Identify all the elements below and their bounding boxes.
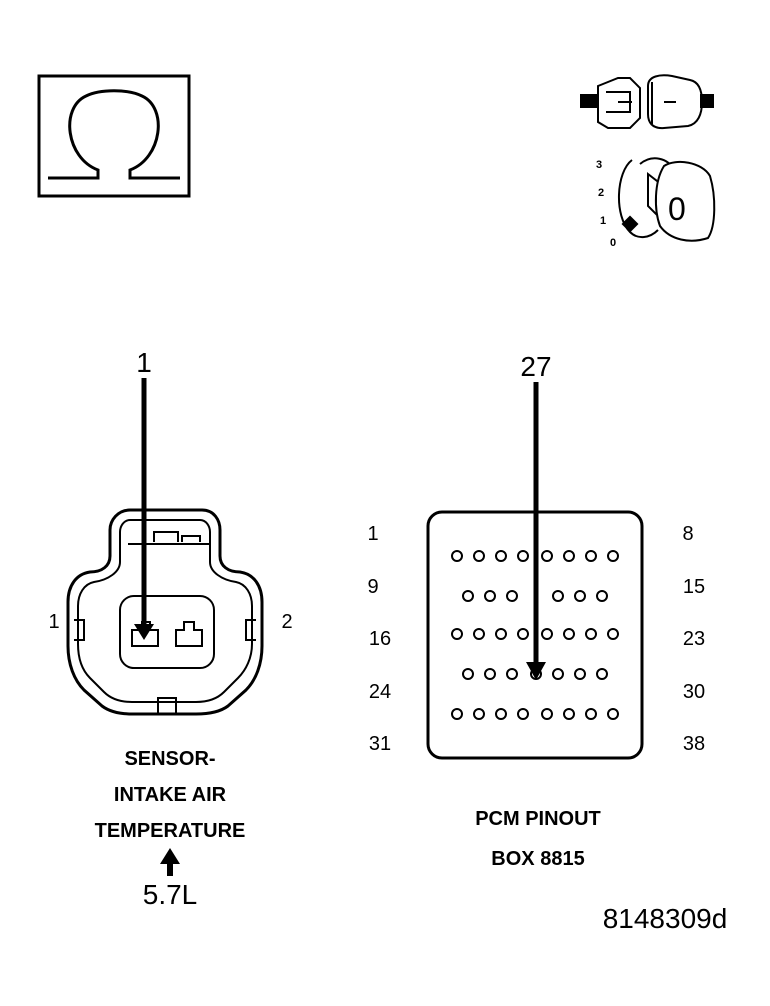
pcm-pin-hole <box>596 668 608 680</box>
pcm-pin-hole <box>495 708 507 720</box>
pcm-pin-hole <box>552 590 564 602</box>
pcm-pin-hole <box>552 668 564 680</box>
pcm-pin-hole <box>495 550 507 562</box>
pcm-pin-hole <box>607 708 619 720</box>
pcm-pin-hole <box>484 590 496 602</box>
pcm-left-pin-9: 9 <box>367 576 378 598</box>
pcm-pin-hole <box>541 708 553 720</box>
up-arrow-icon <box>160 848 180 876</box>
pcm-pin-hole <box>451 550 463 562</box>
sensor-title-line2: INTAKE AIR <box>114 784 227 806</box>
pcm-pin-hole <box>462 590 474 602</box>
disconnect-connector-icon <box>580 74 714 130</box>
sensor-pin-right: 2 <box>281 611 292 633</box>
pcm-pin-hole <box>517 708 529 720</box>
pcm-right-pin-8: 8 <box>682 523 693 545</box>
pcm-pin-hole <box>607 550 619 562</box>
pcm-right-pin-30: 30 <box>683 681 705 703</box>
figure-id: 8148309d <box>603 903 728 934</box>
pcm-pin-hole <box>585 708 597 720</box>
pcm-pin-hole <box>607 628 619 640</box>
pcm-title-line1: PCM PINOUT <box>475 808 601 830</box>
pcm-left-pin-16: 16 <box>369 628 391 650</box>
ohm-icon <box>37 74 191 198</box>
sensor-connector <box>66 508 264 716</box>
pcm-pin-hole <box>484 668 496 680</box>
sensor-engine-size: 5.7L <box>143 879 198 910</box>
pcm-pin-hole <box>574 590 586 602</box>
pcm-callout-arrowhead <box>526 662 546 680</box>
pcm-pin-hole <box>473 708 485 720</box>
key-position-2: 2 <box>598 187 604 199</box>
pcm-title-line2: BOX 8815 <box>491 848 584 870</box>
pcm-left-pin-24: 24 <box>369 681 391 703</box>
pcm-left-pin-1: 1 <box>367 523 378 545</box>
sensor-title-line1: SENSOR- <box>124 748 215 770</box>
pcm-pin-array <box>451 550 619 720</box>
pcm-pin-hole <box>506 668 518 680</box>
pcm-pin-hole <box>517 628 529 640</box>
pcm-pin-hole <box>473 628 485 640</box>
key-position-0: 0 <box>610 237 616 249</box>
pcm-pin-hole <box>596 590 608 602</box>
pcm-pin-hole <box>451 708 463 720</box>
sensor-callout-arrowhead <box>134 624 154 640</box>
pcm-pin-hole <box>495 628 507 640</box>
pcm-right-pin-15: 15 <box>683 576 705 598</box>
key-label: 0 <box>668 191 686 227</box>
sensor-callout-pin: 1 <box>136 347 152 378</box>
pcm-right-pin-23: 23 <box>683 628 705 650</box>
pcm-callout-pin: 27 <box>520 351 551 382</box>
pcm-pin-hole <box>541 628 553 640</box>
pcm-pin-hole <box>541 550 553 562</box>
pcm-pin-hole <box>517 550 529 562</box>
pcm-right-pin-38: 38 <box>683 733 705 755</box>
pcm-pin-hole <box>506 590 518 602</box>
pcm-pin-hole <box>451 628 463 640</box>
ignition-key-icon <box>618 157 716 242</box>
sensor-title-line3: TEMPERATURE <box>95 820 246 842</box>
pcm-pin-hole <box>585 550 597 562</box>
pcm-pin-hole <box>563 628 575 640</box>
pcm-pin-hole <box>462 668 474 680</box>
pcm-pin-hole <box>473 550 485 562</box>
pcm-pin-hole <box>585 628 597 640</box>
pcm-left-pin-31: 31 <box>369 733 391 755</box>
pcm-pin-hole <box>563 550 575 562</box>
key-position-1: 1 <box>600 215 606 227</box>
pcm-pin-hole <box>574 668 586 680</box>
sensor-pin-left: 1 <box>48 611 59 633</box>
pcm-pin-hole <box>563 708 575 720</box>
key-position-3: 3 <box>596 159 602 171</box>
